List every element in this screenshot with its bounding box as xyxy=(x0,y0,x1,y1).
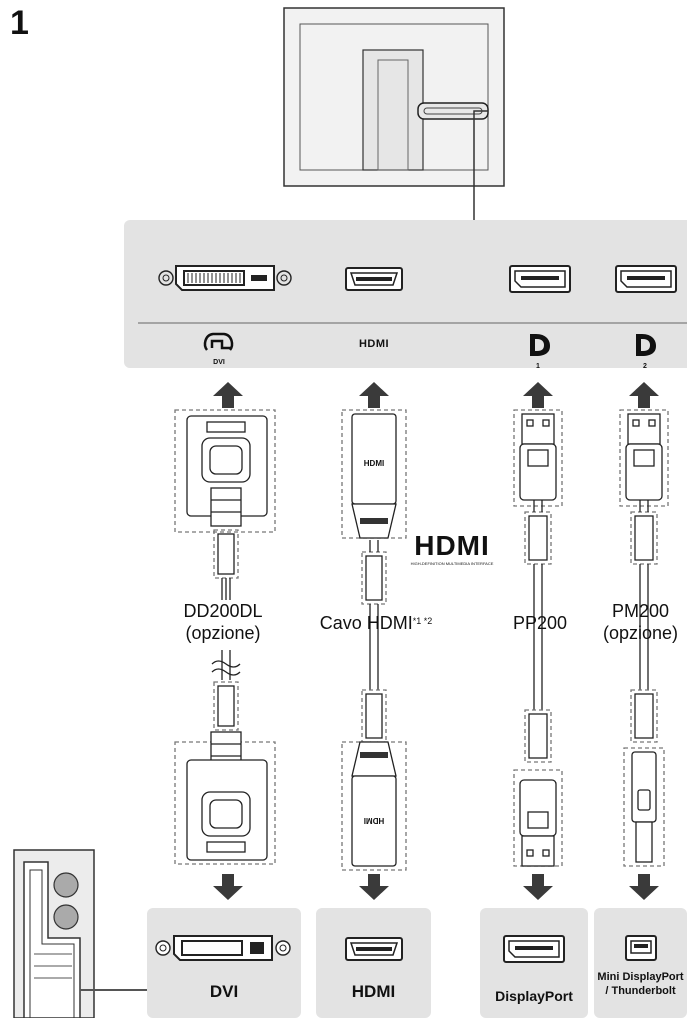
monitor-rear-illustration xyxy=(283,7,505,222)
hdmi-cable-footnote: *1 *2 xyxy=(412,616,433,626)
displayport-cable-illustration xyxy=(513,409,563,867)
mini-dp-cable-label: PM200 (opzione) xyxy=(594,600,687,644)
pc-port-mini-displayport-line2: / Thunderbolt xyxy=(605,985,676,997)
dp-cable-label: PP200 xyxy=(498,612,582,634)
dp-cable-model: PP200 xyxy=(512,613,568,633)
displayport-2-symbol-icon xyxy=(636,334,656,356)
up-arrow-icon xyxy=(629,382,659,408)
pc-port-hdmi-label: HDMI xyxy=(351,982,396,1001)
pc-port-mini-displayport xyxy=(594,908,687,1018)
hdmi-plug-label: HDMI xyxy=(364,459,384,468)
displayport-1-symbol-icon xyxy=(530,334,550,356)
dvi-symbol-icon xyxy=(203,332,234,351)
pc-tower-illustration xyxy=(13,849,150,1018)
hdmi-plug-label-inverted: HDMI xyxy=(364,816,384,825)
hdmi-logo: HDMI HIGH-DEFINITION MULTIMEDIA INTERFAC… xyxy=(411,530,494,566)
displayport-1-port-icon xyxy=(509,265,571,293)
displayport-1-number: 1 xyxy=(536,363,540,370)
pc-port-mini-displayport-label: Mini DisplayPort / Thunderbolt xyxy=(594,970,687,998)
dvi-symbol-label: DVI xyxy=(213,359,225,366)
pc-port-dvi-label: DVI xyxy=(209,982,239,1001)
hdmi-cable-illustration: HDMI HDMI xyxy=(341,409,407,871)
dvi-cable-note: (opzione) xyxy=(185,623,261,643)
hdmi-cable-label: Cavo HDMI*1 *2 xyxy=(306,612,446,634)
hdmi-cable-model: Cavo HDMI xyxy=(319,613,413,633)
mini-displayport-cable-illustration xyxy=(619,409,669,867)
up-arrow-icon xyxy=(213,382,243,408)
displayport-2-number: 2 xyxy=(643,363,647,370)
up-arrow-icon xyxy=(523,382,553,408)
dvi-port-icon xyxy=(158,265,292,291)
monitor-connector-panel xyxy=(124,220,687,368)
svg-text:HDMI: HDMI xyxy=(414,530,490,561)
pc-port-displayport xyxy=(480,908,588,1018)
dvi-cable-model: DD200DL xyxy=(183,601,263,621)
down-arrow-icon xyxy=(359,874,389,900)
dvi-cable-label: DD200DL (opzione) xyxy=(168,600,278,644)
step-number: 1 xyxy=(10,4,29,42)
pc-port-hdmi xyxy=(316,908,431,1018)
down-arrow-icon xyxy=(213,874,243,900)
down-arrow-icon xyxy=(629,874,659,900)
dvi-cable-illustration xyxy=(174,409,276,865)
hdmi-symbol-label: HDMI xyxy=(359,338,389,350)
up-arrow-icon xyxy=(359,382,389,408)
pc-port-displayport-label: DisplayPort xyxy=(495,988,573,1004)
mini-dp-cable-model: PM200 xyxy=(611,601,670,621)
hdmi-port-icon xyxy=(345,267,403,291)
displayport-2-port-icon xyxy=(615,265,677,293)
pc-port-dvi xyxy=(147,908,301,1018)
mini-dp-cable-note: (opzione) xyxy=(602,623,679,643)
svg-text:HIGH-DEFINITION MULTIMEDIA INT: HIGH-DEFINITION MULTIMEDIA INTERFACE xyxy=(411,561,494,566)
down-arrow-icon xyxy=(523,874,553,900)
pc-port-mini-displayport-line1: Mini DisplayPort xyxy=(597,971,684,983)
